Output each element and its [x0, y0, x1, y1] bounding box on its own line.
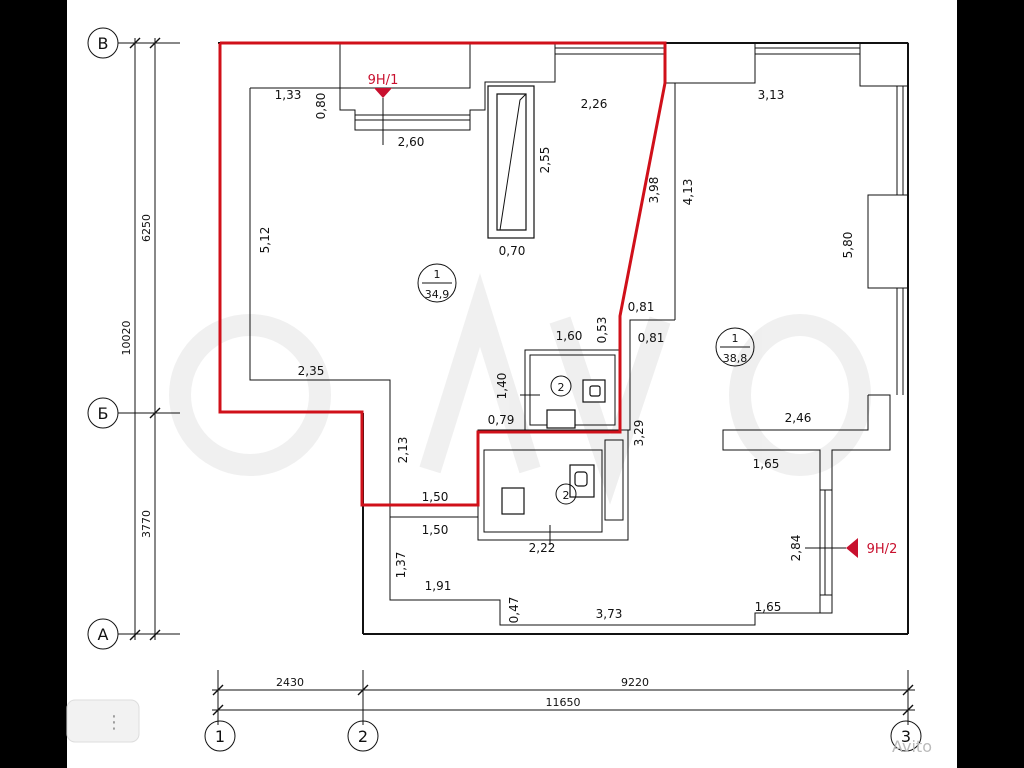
section-mark-9n1: 9Н/1: [368, 73, 399, 145]
dim-1-33: 1,33: [275, 88, 302, 102]
grid-row-a-label: А: [98, 625, 109, 644]
section-mark-9n1-label: 9Н/1: [368, 73, 399, 88]
room-1-right-area: 38,8: [723, 352, 748, 365]
dim-3-13: 3,13: [758, 88, 785, 102]
section-mark-9n2-label: 9Н/2: [867, 542, 898, 557]
grid-row-markers: В Б А: [87, 27, 180, 650]
dim-0-79: 0,79: [488, 413, 515, 427]
dim-4-13: 4,13: [681, 179, 695, 206]
grid-col-1-circle: [204, 720, 236, 752]
dim-2-84: 2,84: [789, 535, 803, 562]
room-2-lower-num: 2: [563, 489, 570, 502]
dim-5-80: 5,80: [841, 232, 855, 259]
grid-row-v-label: В: [98, 34, 109, 53]
unit-boundary-outline: [218, 41, 667, 507]
dim-0-53: 0,53: [595, 317, 609, 344]
horizontal-dimensions: 2430 9220 11650: [212, 670, 915, 725]
section-mark-9n2: 9Н/2: [805, 538, 897, 558]
room-label-2-upper: 2: [550, 375, 572, 397]
dim-2-60: 2,60: [398, 135, 425, 149]
avito-watermark-label: Avito: [892, 737, 932, 756]
dim-vertical-total: 10020: [120, 321, 133, 356]
grid-col-1-label: 1: [215, 727, 225, 746]
dim-0-81-a: 0,81: [628, 300, 655, 314]
fixtures: [487, 85, 606, 515]
grid-row-b-label: Б: [98, 404, 109, 423]
more-options-icon[interactable]: ⋮: [105, 712, 123, 733]
dim-1-40: 1,40: [495, 373, 509, 400]
sink-lower: [501, 487, 525, 515]
dim-1-91: 1,91: [425, 579, 452, 593]
dim-3-73: 3,73: [596, 607, 623, 621]
sink-upper: [546, 409, 576, 429]
dim-0-70: 0,70: [499, 244, 526, 258]
overlay-controls: ⋮ Avito: [66, 699, 932, 756]
grid-col-2-label: 2: [358, 727, 368, 746]
dim-2-13: 2,13: [396, 437, 410, 464]
dim-vertical-top: 6250: [140, 214, 153, 242]
dim-2-46: 2,46: [785, 411, 812, 425]
dim-2-22: 2,22: [529, 541, 556, 555]
grid-col-3-circle: [890, 720, 922, 752]
dim-0-47: 0,47: [507, 597, 521, 624]
dim-2-35: 2,35: [298, 364, 325, 378]
room-1-right-num: 1: [732, 332, 739, 345]
dim-vertical-bottom: 3770: [140, 510, 153, 538]
grid-col-markers: 1 2 3: [204, 720, 922, 752]
dim-3-98: 3,98: [647, 177, 661, 204]
dim-1-65-b: 1,65: [755, 600, 782, 614]
dim-1-60: 1,60: [556, 329, 583, 343]
avito-watermark: [169, 273, 871, 505]
interior-dimensions: 1,33 0,80 2,60 2,26 3,13 2,55 3,98 4,13 …: [258, 88, 855, 623]
dim-1-50-b: 1,50: [422, 523, 449, 537]
dim-1-37: 1,37: [394, 552, 408, 579]
dim-horizontal-left: 2430: [276, 676, 304, 689]
room-1-left-num: 1: [434, 268, 441, 281]
room-label-2-lower: 2: [555, 483, 577, 505]
dim-2-26: 2,26: [581, 97, 608, 111]
room-1-left-area: 34,9: [425, 288, 450, 301]
room-label-1-right: 1 38,8: [715, 327, 755, 367]
right-black-bar: [957, 0, 1024, 768]
dim-0-80: 0,80: [314, 93, 328, 120]
dim-2-55: 2,55: [538, 147, 552, 174]
vertical-dimensions: 6250 10020 3770: [120, 37, 161, 641]
dim-1-65-a: 1,65: [753, 457, 780, 471]
left-black-bar: [0, 0, 67, 768]
dim-5-12: 5,12: [258, 227, 272, 254]
room-label-1-left: 1 34,9: [417, 263, 457, 303]
dim-3-29: 3,29: [632, 420, 646, 447]
grid-col-3-label: 3: [901, 727, 911, 746]
grid-col-2-circle: [347, 720, 379, 752]
dim-0-81-b: 0,81: [638, 331, 665, 345]
room-2-upper-num: 2: [558, 381, 565, 394]
dim-1-50-a: 1,50: [422, 490, 449, 504]
more-options-box: [66, 699, 140, 743]
dim-horizontal-right: 9220: [621, 676, 649, 689]
dim-horizontal-total: 11650: [546, 696, 581, 709]
